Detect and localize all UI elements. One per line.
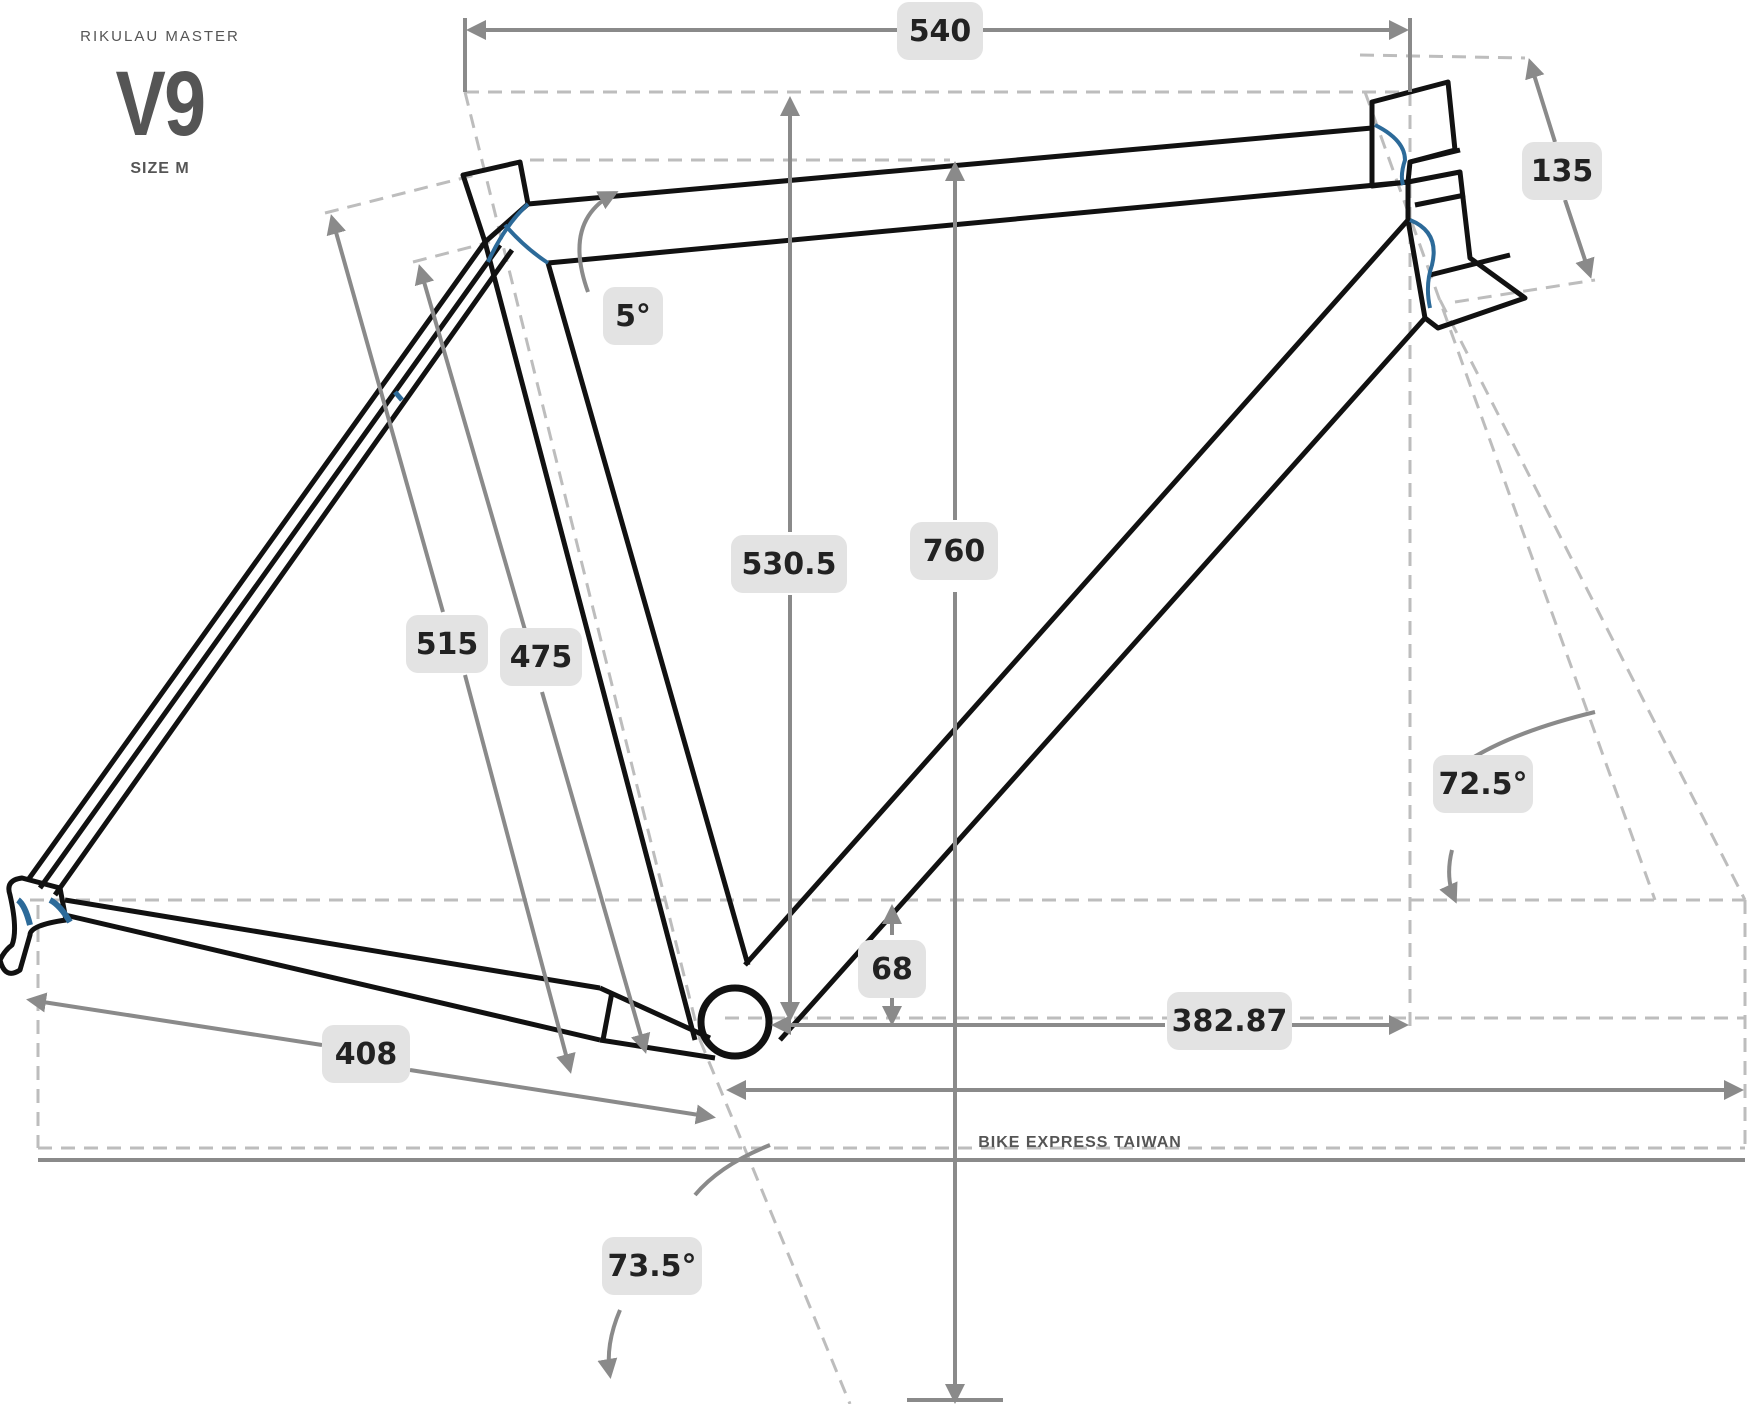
footer-caption: BIKE EXPRESS TAIWAN — [978, 1134, 1182, 1151]
brand-maker: RIKULAU MASTER — [80, 28, 240, 45]
down-tube-upper — [743, 218, 1410, 967]
rear-dropout — [0, 875, 69, 976]
dimension-lines — [26, 18, 1745, 1404]
chainstay-lower — [64, 912, 601, 1043]
seat-stay-3 — [52, 248, 515, 897]
dim-chainstay-label: 408 — [322, 1025, 410, 1083]
dim-standover-label: 760 — [910, 522, 998, 580]
top-tube-upper — [527, 125, 1373, 207]
seat-collar — [460, 159, 531, 245]
brand-model: V9 — [115, 53, 207, 155]
seat-stay-1 — [25, 240, 488, 882]
dim-bb-drop-label: 68 — [858, 940, 926, 998]
dim-reach-label: 540 — [897, 2, 983, 60]
top-tube-lower — [547, 179, 1409, 266]
dim-head-tube-label: 135 — [1522, 142, 1602, 200]
dim-seat-tube-ctt-label: 515 — [406, 615, 488, 673]
dim-front-center-label: 382.87 — [1167, 992, 1292, 1050]
cable-guides — [16, 123, 1436, 926]
dim-seat-angle-label: 73.5° — [602, 1237, 702, 1295]
down-tube-lower — [778, 316, 1427, 1042]
chainstay-upper — [64, 897, 601, 991]
construction-lines — [30, 53, 1747, 1404]
seat-tube-front — [545, 262, 751, 966]
bottom-bracket — [697, 984, 773, 1060]
dim-head-angle-label: 72.5° — [1433, 755, 1533, 813]
seat-tube-rear — [482, 241, 698, 1041]
dim-seat-tube-cc-label: 475 — [500, 628, 582, 686]
head-tube-top — [1369, 79, 1458, 189]
dim-angle-offset-label: 5° — [603, 287, 663, 345]
head-tube-bottom — [1405, 169, 1528, 331]
brand-size: SIZE M — [130, 160, 190, 177]
seat-stay-2 — [37, 243, 503, 890]
dim-stack-label: 530.5 — [731, 535, 847, 593]
